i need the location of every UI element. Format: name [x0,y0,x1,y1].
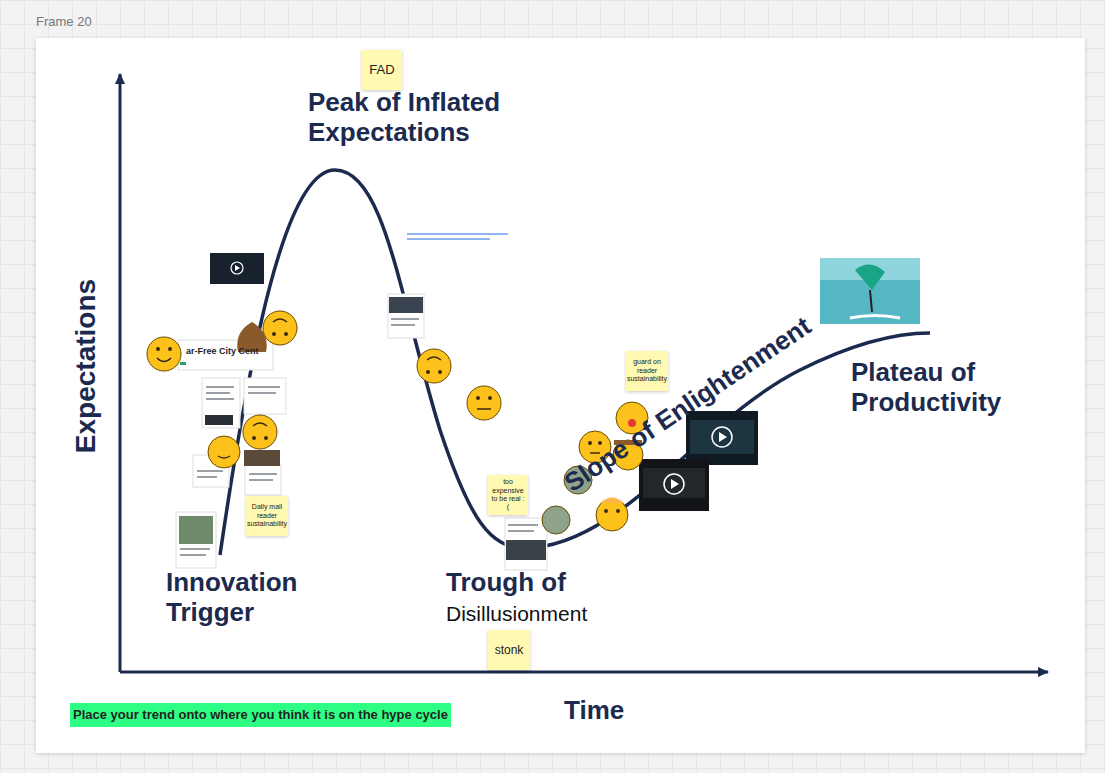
frame-title: Frame 20 [36,15,92,30]
sticky-note: FAD [362,50,402,90]
instruction-banner: Place your trend onto where you think it… [70,703,451,727]
sticky-note: too expensive to be real :( [488,475,528,515]
note-text: Place your trend onto where you think it… [73,707,448,723]
note-text: guard on reader sustainability [627,358,667,383]
note-text: Daily mail reader sustainability [247,503,287,528]
phase-label: Trough of [446,568,566,598]
phase-label: Innovation Trigger [166,568,336,628]
note-text: stonk [495,643,524,657]
note-text: FAD [369,62,394,78]
card-title: ar-Free City Cent [186,346,259,356]
sticky-note: stonk [488,630,530,670]
sticky-note: guard on reader sustainability [626,351,668,391]
note-text: too expensive to be real :( [491,478,525,512]
sticky-note: Daily mail reader sustainability [246,496,288,536]
phase-label: Plateau of Productivity [851,358,1051,418]
phase-label: Peak of Inflated Expectations [308,88,548,148]
axis-label: Expectations [70,279,102,453]
axis-label: Time [564,696,624,726]
phase-label: Disillusionment [446,602,587,626]
